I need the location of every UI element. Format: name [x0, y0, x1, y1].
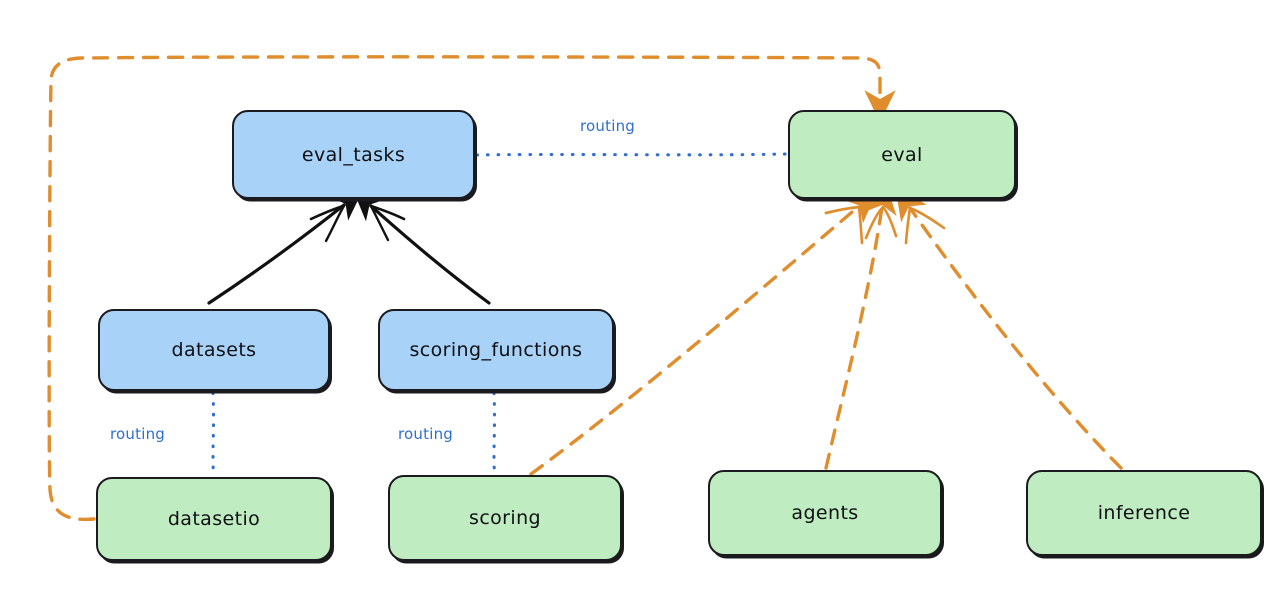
edge-agents-to-eval: [824, 181, 898, 470]
node-label-agents: agents: [791, 502, 859, 524]
routing-edge-eval-tasks-to-eval: [475, 152, 788, 157]
node-label-scoring: scoring: [469, 507, 541, 529]
edge-label-routing-scoring-functions: routing: [398, 425, 453, 443]
node-scoring-functions[interactable]: scoring_functions: [378, 309, 614, 391]
node-label-scoring-functions: scoring_functions: [409, 339, 583, 361]
node-agents[interactable]: agents: [708, 470, 942, 556]
node-scoring[interactable]: scoring: [388, 475, 622, 561]
node-label-eval: eval: [881, 143, 923, 166]
edge-label-routing-datasets: routing: [110, 425, 165, 443]
node-label-datasets: datasets: [171, 339, 257, 361]
node-eval-tasks[interactable]: eval_tasks: [232, 110, 475, 199]
routing-edge-datasets-to-datasetio: [211, 391, 216, 477]
node-label-inference: inference: [1097, 502, 1191, 524]
node-label-eval-tasks: eval_tasks: [301, 143, 406, 166]
routing-edge-scoring-functions-to-scoring: [492, 391, 497, 475]
edge-inference-to-eval: [895, 187, 1123, 470]
edge-scoring-functions-to-eval-tasks: [353, 189, 491, 305]
node-label-datasetio: datasetio: [167, 508, 261, 530]
node-eval[interactable]: eval: [788, 110, 1016, 199]
node-datasets[interactable]: datasets: [98, 309, 330, 391]
edge-label-routing-eval-tasks: routing: [580, 117, 635, 135]
node-inference[interactable]: inference: [1026, 470, 1262, 556]
edge-datasets-to-eval-tasks: [207, 190, 363, 305]
node-datasetio[interactable]: datasetio: [96, 477, 332, 561]
